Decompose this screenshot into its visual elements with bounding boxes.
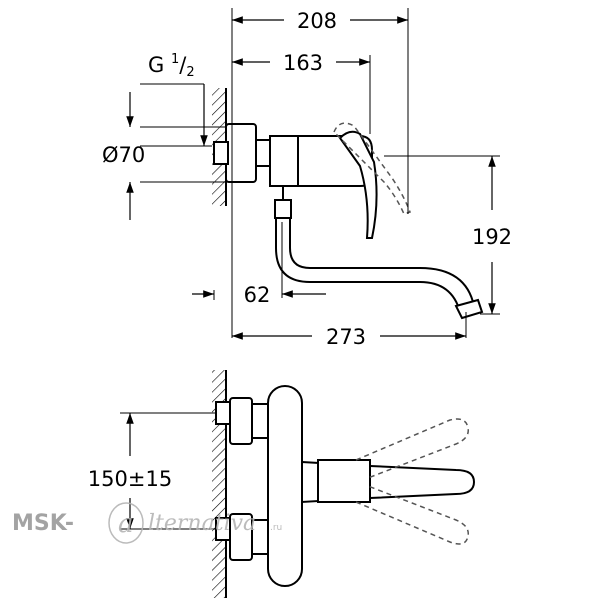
dim-163: 163: [232, 51, 370, 75]
watermark-suffix: .ru: [270, 523, 282, 533]
side-view: 208 163 G 1/2 Ø70 192: [102, 8, 512, 349]
dim-label-273: 273: [326, 325, 366, 349]
lever-plan: [301, 459, 476, 504]
connector-upper: [215, 397, 269, 445]
mixer-body-plan: [267, 385, 303, 587]
dim-62: 62: [192, 283, 326, 307]
dim-label-192: 192: [472, 225, 512, 249]
svg-text:a: a: [118, 509, 134, 539]
dim-150: 150±15: [88, 413, 172, 529]
lever-handle: [338, 130, 378, 239]
dim-label-diameter: Ø70: [102, 143, 145, 167]
spout: [275, 218, 484, 320]
thread-label: G 1/2: [140, 52, 208, 146]
watermark-logo-icon: a: [108, 502, 144, 544]
lever-alt-position: [333, 122, 411, 215]
dim-273: 273: [232, 325, 466, 349]
lever-swing-positions: [355, 418, 469, 545]
dim-diameter-70: Ø70: [102, 92, 145, 220]
dim-label-208: 208: [297, 9, 337, 33]
watermark: MSK- a lternativa .ru: [12, 502, 282, 544]
dim-label-163: 163: [283, 51, 323, 75]
plan-view: 150±15: [88, 370, 476, 598]
dim-208: 208: [232, 9, 408, 33]
thread-label-text: G 1/2: [148, 52, 195, 80]
dim-192: 192: [472, 156, 512, 314]
watermark-brand: MSK-: [12, 511, 74, 536]
wall-rosette: [213, 123, 271, 183]
dim-label-150: 150±15: [88, 467, 172, 491]
extension-lines-bottom: [120, 412, 216, 530]
watermark-script: lternativa: [148, 511, 256, 536]
dim-label-62: 62: [244, 283, 271, 307]
